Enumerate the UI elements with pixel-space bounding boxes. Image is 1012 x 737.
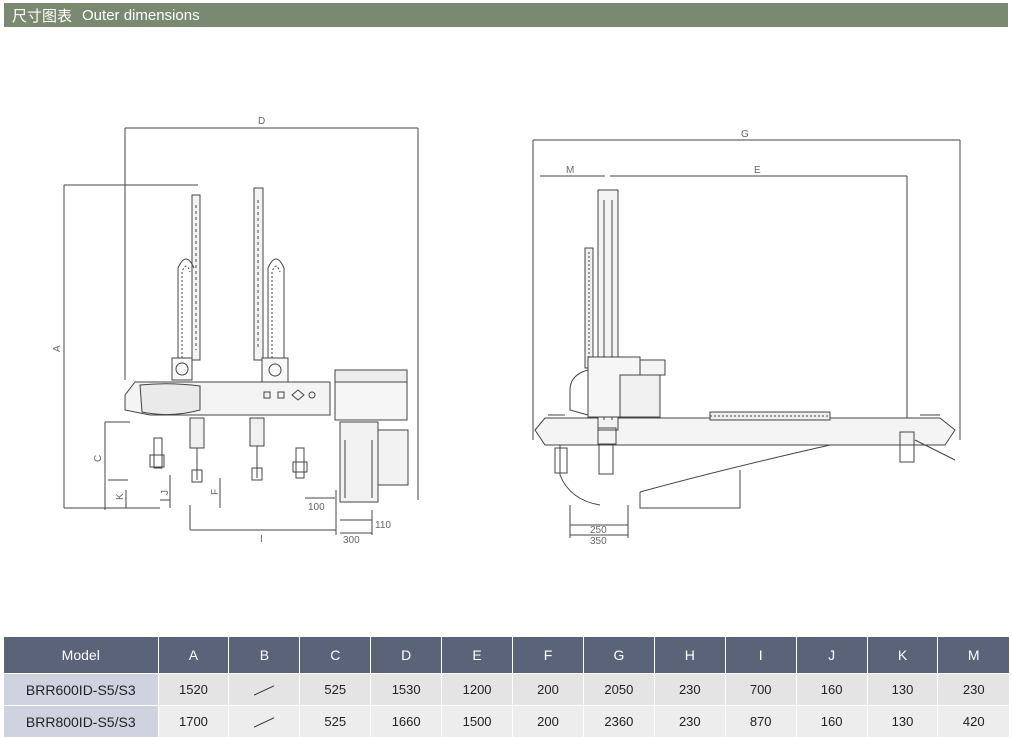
label-I: I — [260, 534, 263, 545]
table-cell: 2360 — [583, 706, 654, 737]
col-header: I — [725, 637, 796, 674]
table-cell: 1200 — [442, 674, 513, 706]
table-header-row: Model A B C D E F G H I J K M — [4, 637, 1009, 674]
table-cell: 525 — [300, 706, 371, 737]
col-header: B — [229, 637, 300, 674]
table-cell: 1520 — [158, 674, 229, 706]
label-J: J — [160, 490, 171, 495]
label-350: 350 — [590, 536, 607, 547]
label-D: D — [258, 116, 265, 127]
section-header: 尺寸图表 Outer dimensions — [4, 3, 1008, 27]
table-row: BRR800ID-S5/S3 1700 525 1660 1500 200 23… — [4, 706, 1009, 737]
col-header: C — [300, 637, 371, 674]
table-cell: 700 — [725, 674, 796, 706]
table-cell: 230 — [938, 674, 1009, 706]
label-300: 300 — [343, 535, 360, 546]
table-cell: 525 — [300, 674, 371, 706]
drawing-svg: D A C K J F I 300 110 100 G M E 250 350 — [0, 30, 1012, 630]
table-cell: 1700 — [158, 706, 229, 737]
table-cell: 160 — [796, 674, 867, 706]
table-cell: 1500 — [442, 706, 513, 737]
label-G: G — [741, 129, 749, 140]
table-cell: 1530 — [371, 674, 442, 706]
label-100: 100 — [308, 502, 325, 513]
table-cell: 130 — [867, 674, 938, 706]
table-cell: 160 — [796, 706, 867, 737]
label-250: 250 — [590, 525, 607, 536]
table-cell: 200 — [513, 706, 584, 737]
col-header: G — [583, 637, 654, 674]
model-cell: BRR600ID-S5/S3 — [4, 674, 158, 706]
table-cell: 230 — [654, 706, 725, 737]
dash-cell — [229, 706, 300, 737]
header-title-cn: 尺寸图表 — [12, 5, 72, 26]
col-header: J — [796, 637, 867, 674]
col-header: Model — [4, 637, 158, 674]
label-E: E — [754, 165, 761, 176]
label-C: C — [93, 455, 104, 462]
col-header: F — [513, 637, 584, 674]
label-A: A — [52, 345, 63, 352]
label-F: F — [210, 489, 221, 495]
table-cell: 2050 — [583, 674, 654, 706]
col-header: D — [371, 637, 442, 674]
dimensions-table: Model A B C D E F G H I J K M BRR600ID-S… — [4, 637, 1009, 737]
label-K: K — [115, 493, 126, 500]
table-row: BRR600ID-S5/S3 1520 525 1530 1200 200 20… — [4, 674, 1009, 706]
label-110: 110 — [375, 520, 391, 531]
col-header: H — [654, 637, 725, 674]
table-cell: 1660 — [371, 706, 442, 737]
col-header: K — [867, 637, 938, 674]
label-M: M — [566, 165, 574, 176]
model-cell: BRR800ID-S5/S3 — [4, 706, 158, 737]
header-title-en: Outer dimensions — [82, 7, 200, 24]
table-cell: 420 — [938, 706, 1009, 737]
col-header: E — [442, 637, 513, 674]
dash-cell — [229, 674, 300, 706]
col-header: A — [158, 637, 229, 674]
table-cell: 230 — [654, 674, 725, 706]
slash-mark — [254, 685, 274, 695]
table-cell: 200 — [513, 674, 584, 706]
col-header: M — [938, 637, 1009, 674]
table-cell: 130 — [867, 706, 938, 737]
technical-drawing: D A C K J F I 300 110 100 G M E 250 350 — [0, 30, 1012, 630]
slash-mark — [254, 717, 274, 727]
table-cell: 870 — [725, 706, 796, 737]
